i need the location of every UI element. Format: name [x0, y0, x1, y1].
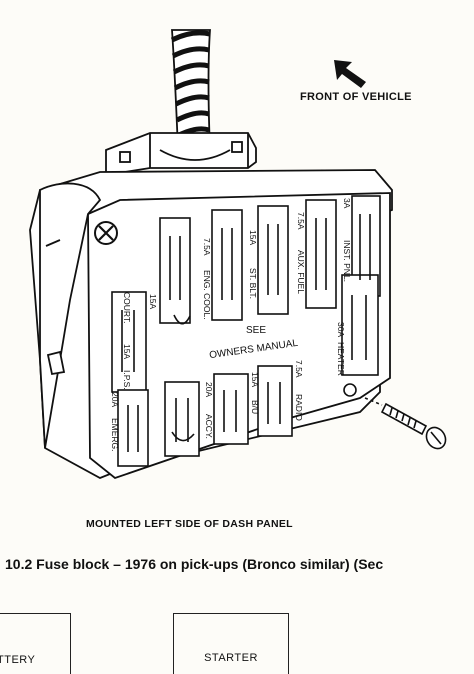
fuse-rating-label: 15A — [248, 230, 258, 245]
battery-box: TTERY — [0, 613, 71, 674]
front-arrow-icon — [334, 60, 366, 88]
fuse-rating-label: 15A — [250, 372, 260, 387]
fuse-circuit-label: INST. PNL. — [342, 240, 352, 282]
center-note-line1: SEE — [246, 325, 266, 336]
fuse-rating-label: 7.5A — [202, 238, 212, 256]
fuse-rating-label: 20A — [204, 382, 214, 397]
fuse-circuit-label: ACCY. — [204, 414, 214, 439]
fuse-circuit-label: RADIO — [294, 394, 304, 421]
fuse-rating-label: 7.5A — [296, 212, 306, 230]
fuse-rating-label: 15A — [148, 294, 158, 309]
mounting-screw-icon — [94, 221, 118, 245]
starter-label: STARTER — [204, 652, 258, 664]
fuse-circuit-label: I.P.S. — [122, 370, 132, 390]
mounting-bolt-icon — [343, 383, 447, 450]
fuse-rating-label: 7.5A — [294, 360, 304, 378]
starter-box: STARTER — [173, 613, 289, 674]
fuse-rating-label: 3A — [342, 198, 352, 209]
fuse-rating-label: 30A — [336, 322, 346, 337]
fuse-circuit-label: AUX. FUEL — [296, 250, 306, 294]
fuse-circuit-label: COURT. — [122, 292, 132, 324]
fuse-rating-label: 15A — [122, 344, 132, 359]
fuse-circuit-label: ENG. COOL. — [202, 270, 212, 320]
fuse-slots — [111, 195, 381, 467]
battery-label: TTERY — [0, 654, 36, 666]
mount-caption: MOUNTED LEFT SIDE OF DASH PANEL — [86, 518, 293, 530]
harness-connector — [105, 132, 257, 177]
wiring-harness — [170, 29, 211, 151]
fuse-circuit-label: EMERG. — [110, 418, 120, 452]
fuse-circuit-label: HEATER — [336, 342, 346, 376]
fuse-circuit-label: ST. BLT. — [248, 268, 258, 299]
front-of-vehicle-label: FRONT OF VEHICLE — [300, 91, 412, 103]
fuse-circuit-label: B/U — [250, 400, 260, 414]
fuse-labels: 7.5A ENG. COOL. 15A ST. BLT. 7.5A AUX. F… — [110, 198, 352, 452]
fuse-rating-label: 20A — [110, 392, 120, 407]
figure-caption: 10.2 Fuse block – 1976 on pick-ups (Bron… — [5, 556, 384, 572]
